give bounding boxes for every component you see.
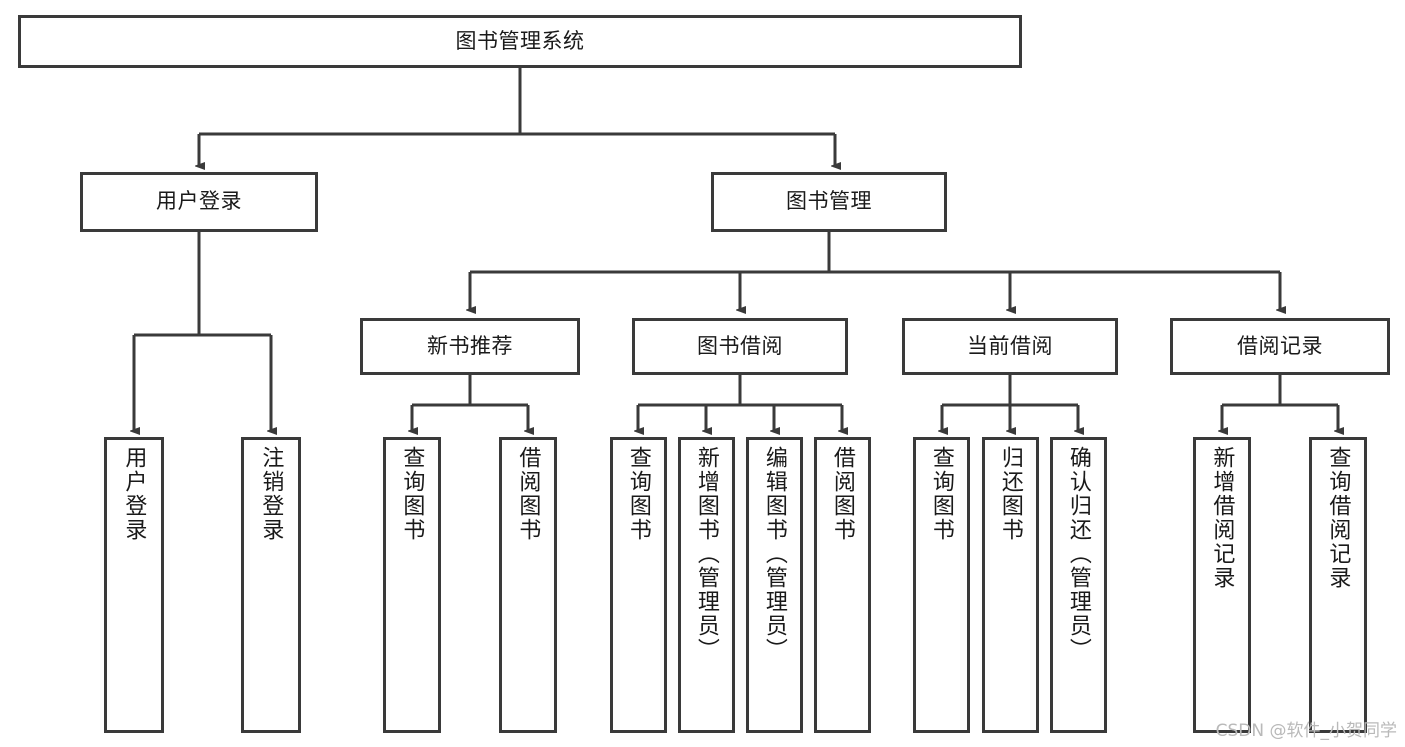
node-leaf-borrow-edit-book[interactable]: 编辑图书（管理员）: [746, 437, 803, 733]
node-leaf-newbook-borrow-book[interactable]: 借阅图书: [499, 437, 557, 733]
node-book-borrow-label: 图书借阅: [697, 334, 783, 358]
node-leaf-logout[interactable]: 注销登录: [241, 437, 301, 733]
node-leaf-current-confirm-return[interactable]: 确认归还（管理员）: [1050, 437, 1107, 733]
node-book-management-label: 图书管理: [786, 190, 872, 214]
node-user-login-label: 用户登录: [156, 190, 242, 214]
node-book-borrow[interactable]: 图书借阅: [632, 318, 848, 375]
node-leaf-label: 借阅图书: [516, 446, 542, 542]
node-user-login[interactable]: 用户登录: [80, 172, 318, 232]
node-current-borrow[interactable]: 当前借阅: [902, 318, 1118, 375]
node-leaf-label: 借阅图书: [830, 446, 856, 542]
node-leaf-label: 查询图书: [400, 446, 426, 542]
node-leaf-borrow-add-book[interactable]: 新增图书（管理员）: [678, 437, 735, 733]
node-new-book-recommend[interactable]: 新书推荐: [360, 318, 580, 375]
node-borrow-record[interactable]: 借阅记录: [1170, 318, 1390, 375]
node-leaf-borrow-query-book[interactable]: 查询图书: [610, 437, 667, 733]
node-leaf-label: 新增图书（管理员）: [694, 446, 720, 662]
watermark-text: CSDN @软件_小贺同学: [1215, 721, 1397, 741]
node-leaf-label: 编辑图书（管理员）: [762, 446, 788, 662]
node-current-borrow-label: 当前借阅: [967, 334, 1053, 358]
node-new-book-recommend-label: 新书推荐: [427, 334, 513, 358]
node-leaf-label: 注销登录: [259, 446, 285, 542]
node-borrow-record-label: 借阅记录: [1237, 334, 1323, 358]
node-leaf-label: 查询借阅记录: [1326, 446, 1352, 590]
node-leaf-label: 查询图书: [929, 446, 955, 542]
node-book-management[interactable]: 图书管理: [711, 172, 947, 232]
node-leaf-label: 用户登录: [122, 446, 148, 542]
node-leaf-current-return-book[interactable]: 归还图书: [982, 437, 1039, 733]
node-root[interactable]: 图书管理系统: [18, 15, 1022, 68]
node-leaf-current-query-book[interactable]: 查询图书: [913, 437, 970, 733]
node-leaf-record-add-record[interactable]: 新增借阅记录: [1193, 437, 1251, 733]
node-root-label: 图书管理系统: [455, 29, 585, 53]
node-leaf-record-query-record[interactable]: 查询借阅记录: [1309, 437, 1367, 733]
node-leaf-newbook-query-book[interactable]: 查询图书: [383, 437, 441, 733]
node-leaf-label: 归还图书: [998, 446, 1024, 542]
node-leaf-borrow-borrow-book[interactable]: 借阅图书: [814, 437, 871, 733]
node-leaf-user-login[interactable]: 用户登录: [104, 437, 164, 733]
node-leaf-label: 查询图书: [626, 446, 652, 542]
node-leaf-label: 确认归还（管理员）: [1066, 446, 1092, 662]
node-leaf-label: 新增借阅记录: [1210, 446, 1236, 590]
